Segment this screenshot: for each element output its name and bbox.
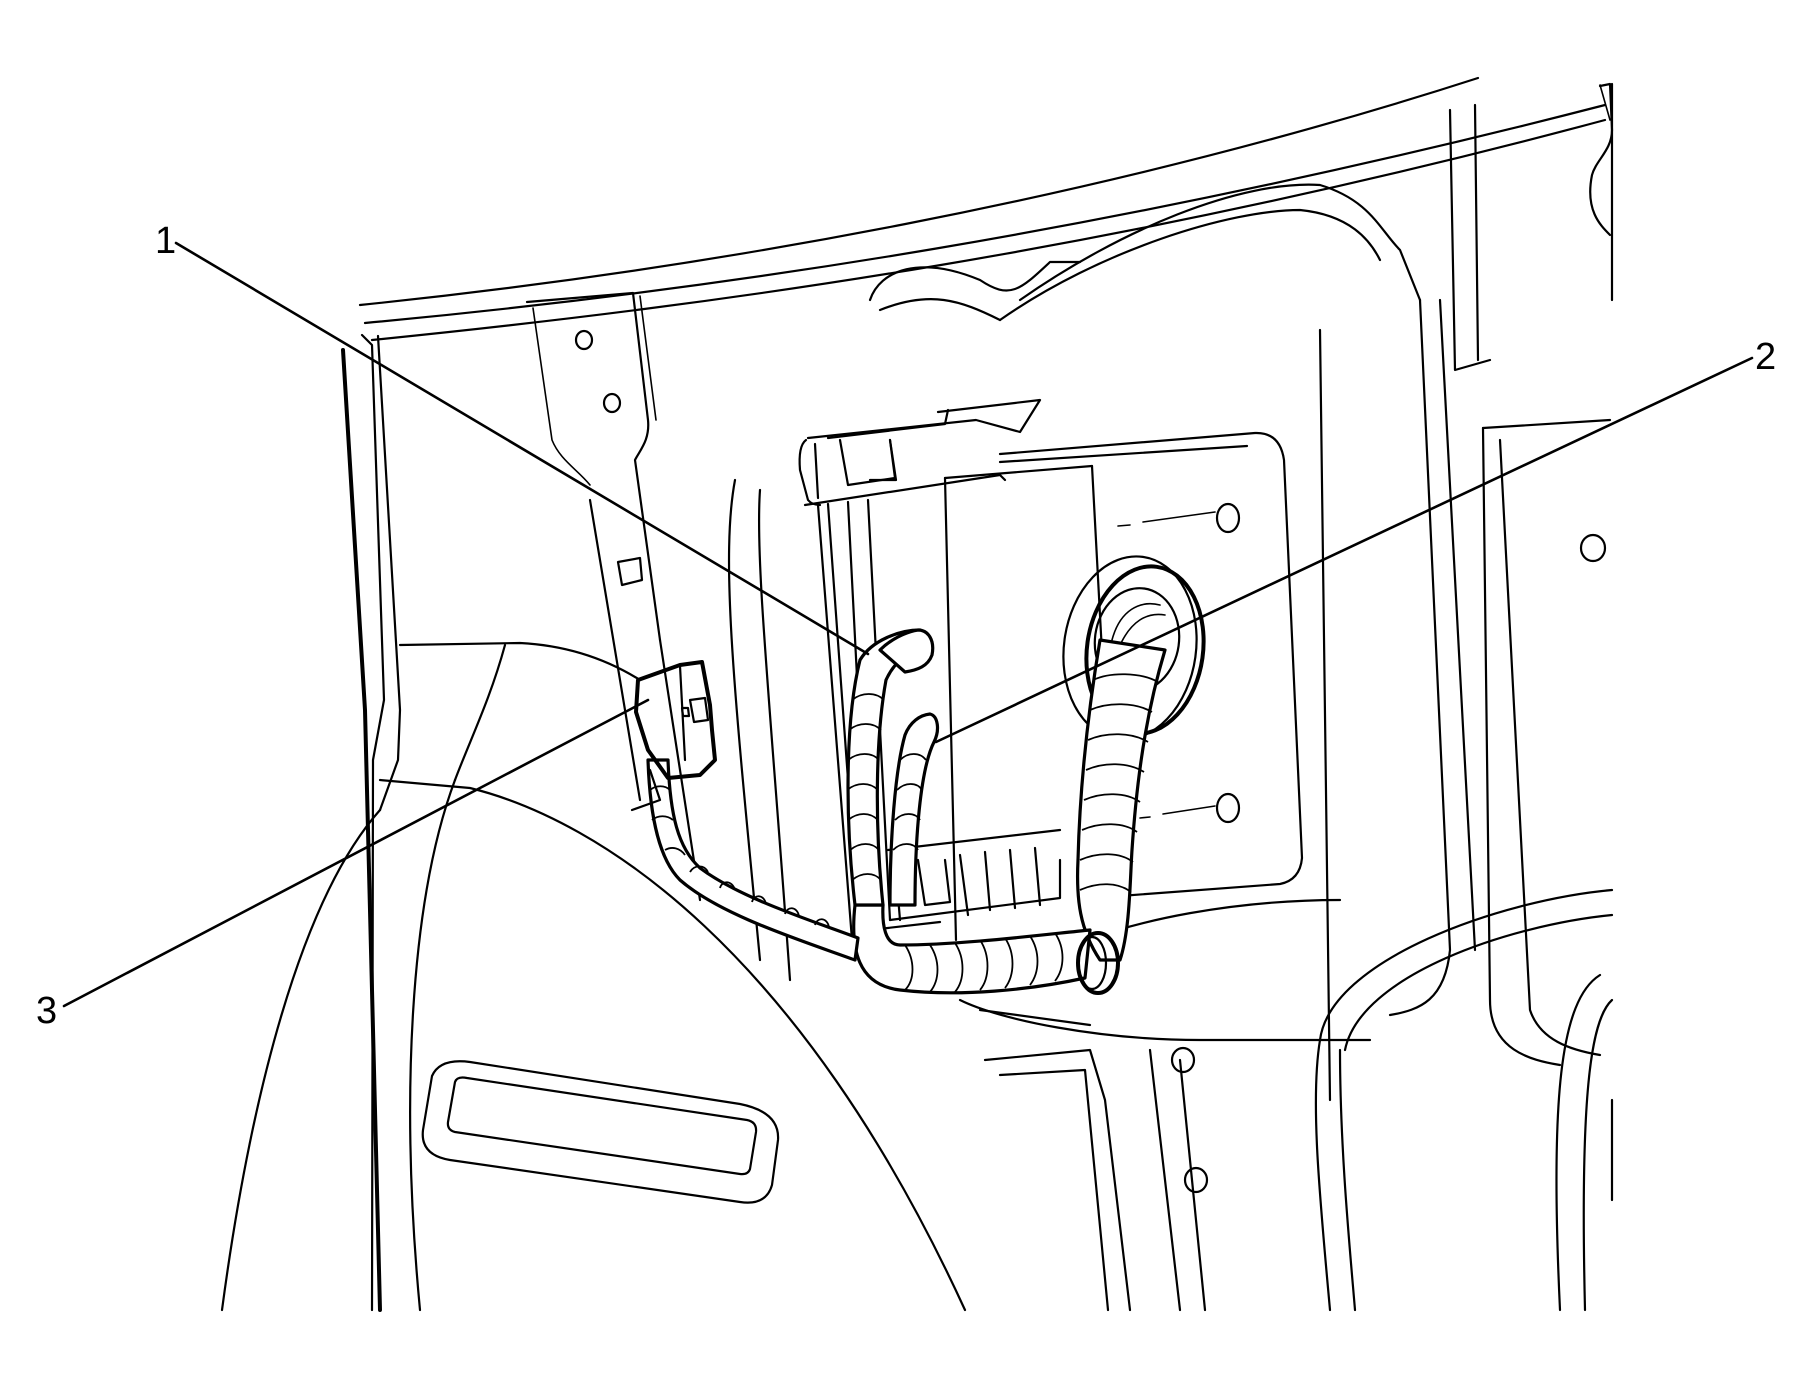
- module-plate: [998, 431, 1304, 898]
- mounting-bracket: [525, 291, 702, 902]
- left-pillar: [220, 333, 402, 1312]
- leader-line-2: [934, 356, 1754, 744]
- wheelhouse-arch: [378, 641, 967, 1312]
- electronic-module: [798, 398, 1117, 947]
- leader-line-3: [62, 698, 650, 1008]
- leader-lines: [62, 241, 1754, 1008]
- wiring-harness: [646, 628, 1167, 995]
- lower-panel: [958, 888, 1614, 1312]
- callout-3: 3: [36, 990, 58, 1032]
- inner-panel-contours: [727, 103, 1612, 1102]
- callout-2: 2: [1755, 336, 1777, 378]
- upper-body-rail: [358, 76, 1614, 342]
- leader-line-1: [174, 241, 870, 656]
- electrical-connector: [630, 660, 717, 812]
- vent-opening: [421, 1060, 780, 1204]
- callout-1: 1: [155, 220, 177, 262]
